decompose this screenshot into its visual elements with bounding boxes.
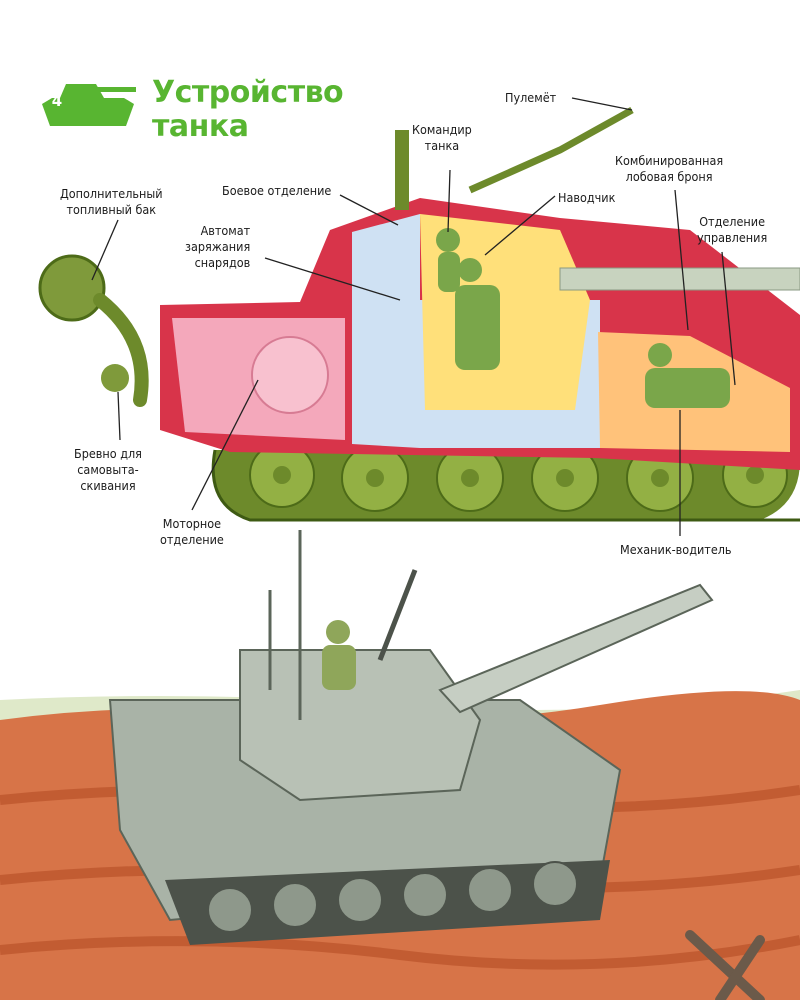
label-engine-compartment: Моторное отделение — [160, 516, 224, 548]
driver-figure — [645, 343, 730, 408]
label-fuel-tank: Дополнительный топливный бак — [60, 186, 163, 218]
label-machine-gun: Пулемёт — [505, 90, 557, 105]
label-fuel-line1: Дополнительный — [60, 186, 163, 201]
label-autoloader-line1: Автомат — [200, 223, 251, 238]
anti-tank-hedgehog — [685, 930, 765, 1000]
leader-lines — [91, 97, 736, 536]
machine-gun — [468, 106, 634, 194]
label-driver: Механик-водитель — [620, 542, 732, 557]
fuel-tank — [38, 254, 106, 322]
label-control-compartment: Отделение управления — [697, 214, 767, 246]
title-line-2: танка — [152, 109, 249, 144]
page-title: Устройство танка — [152, 75, 344, 144]
log-end — [101, 364, 129, 392]
tank-cutaway-diagram — [38, 97, 800, 536]
main-gun — [559, 267, 800, 291]
tank-icon — [42, 84, 136, 126]
label-autoloader-line3: снарядов — [194, 255, 251, 270]
label-self-recovery-log: Бревно для самовыта- скивания — [74, 446, 142, 494]
label-armor-line1: Комбинированная — [615, 153, 724, 168]
label-fuel-line2: топливный бак — [66, 202, 157, 217]
label-control-line2: управления — [697, 230, 768, 245]
label-autoloader: Автомат заряжания снарядов — [185, 223, 250, 271]
label-engine-line2: отделение — [160, 532, 224, 547]
engine-block — [251, 336, 329, 414]
label-gunner: Наводчик — [558, 190, 616, 205]
label-armor-line2: лобовая броня — [625, 169, 713, 184]
fighting-compartment — [352, 214, 420, 448]
label-log-line1: Бревно для — [74, 446, 142, 461]
label-log-line3: скивания — [80, 478, 136, 493]
self-recovery-log — [93, 293, 149, 407]
label-engine-line1: Моторное — [162, 516, 222, 531]
tank-wheels — [207, 861, 578, 933]
page-number: 4 — [51, 92, 63, 110]
label-combined-armor: Комбинированная лобовая броня — [615, 153, 723, 185]
commander-figure — [436, 228, 460, 292]
label-log-line2: самовыта- — [77, 462, 139, 477]
label-commander: Командир танка — [412, 122, 472, 154]
turret-machine-gun — [377, 569, 418, 661]
tank-turret — [239, 649, 482, 802]
label-control-line1: Отделение — [699, 214, 765, 229]
gunner-figure — [455, 258, 500, 370]
commander-cupola — [395, 130, 409, 210]
soldier-figure — [322, 620, 356, 690]
label-commander-line1: Командир — [412, 122, 472, 137]
label-fighting-compartment: Боевое отделение — [222, 183, 332, 198]
label-autoloader-line2: заряжания — [185, 239, 251, 254]
label-commander-line2: танка — [424, 138, 460, 153]
tank-gun-barrel — [438, 583, 714, 714]
wheel-hubs — [273, 466, 764, 487]
title-line-1: Устройство — [152, 75, 344, 110]
